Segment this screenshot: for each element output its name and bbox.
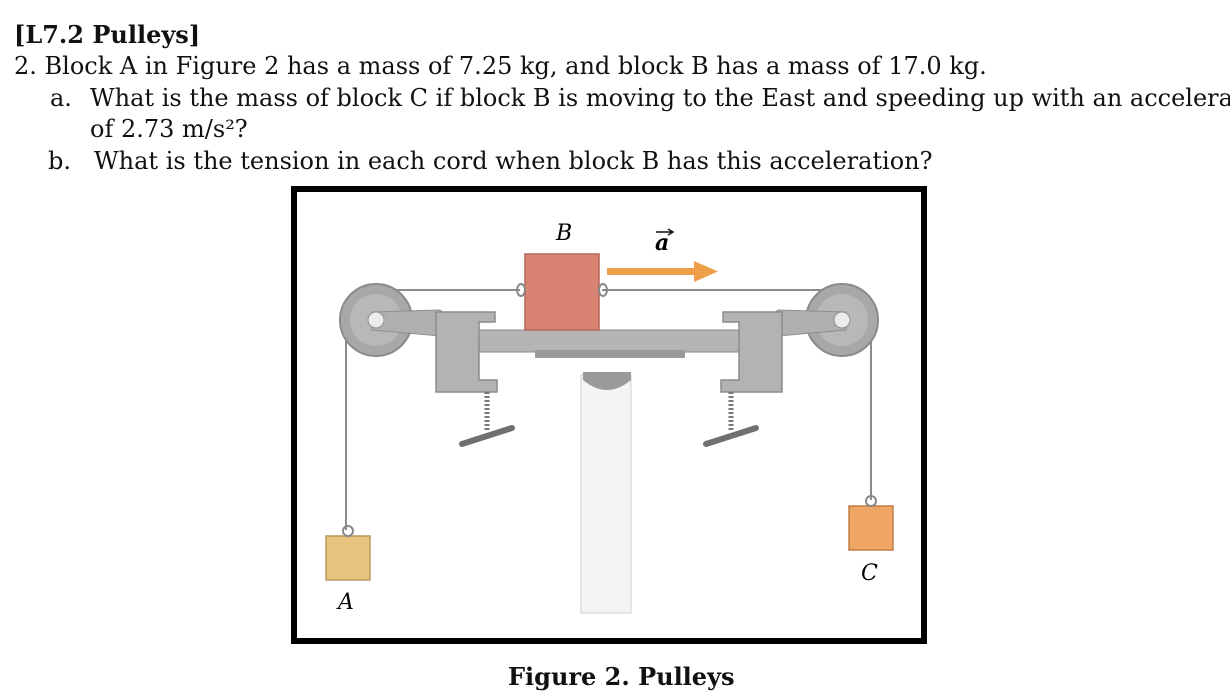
label-b: B — [555, 221, 572, 246]
part-a-question: What is the mass of block C if block B i… — [90, 84, 1230, 112]
part-b-question: What is the tension in each cord when bl… — [94, 147, 933, 175]
block-c — [848, 505, 894, 551]
part-b-marker: b. — [48, 147, 71, 175]
block-b — [524, 253, 600, 331]
vector-arrow-icon — [656, 228, 675, 236]
problem-intro: 2. Block A in Figure 2 has a mass of 7.2… — [14, 52, 987, 80]
figure-caption: Figure 2. Pulleys — [508, 662, 735, 691]
block-a — [325, 535, 371, 581]
label-block-c: C — [861, 561, 878, 586]
label-acceleration: a — [655, 230, 669, 256]
left-pulley — [339, 283, 456, 357]
part-a-marker: a. — [50, 84, 72, 112]
rod-cap — [583, 372, 631, 390]
part-a-question-cont: of 2.73 m/s²? — [90, 115, 248, 143]
acceleration-arrow — [607, 261, 718, 282]
right-pulley — [762, 283, 879, 357]
right-clamp — [703, 311, 783, 447]
problem-header: [L7.2 Pulleys] — [14, 20, 201, 49]
left-clamp — [435, 311, 515, 447]
label-block-a: A — [336, 590, 354, 615]
table-bar — [455, 329, 763, 353]
table-underside — [535, 350, 685, 358]
support-rod — [580, 374, 632, 614]
